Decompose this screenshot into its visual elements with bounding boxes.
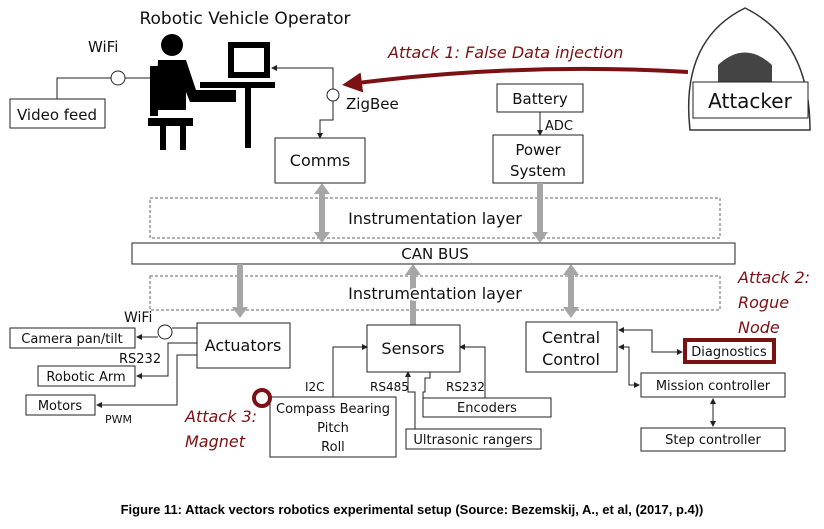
mission-controller-label: Mission controller	[656, 379, 771, 394]
compass-box	[269, 396, 397, 458]
robotic-arm-box	[37, 365, 136, 387]
i2c-label: I2C	[305, 380, 325, 394]
wifi-actuators-node	[157, 324, 173, 340]
ultrasonic-box	[405, 428, 542, 450]
magnet-icon	[252, 388, 272, 408]
adc-label: ADC	[545, 119, 573, 134]
actuators-label: Actuators	[205, 336, 282, 355]
attack1-label: Attack 1: False Data injection	[387, 43, 623, 62]
rs232-left-label: RS232	[119, 352, 161, 367]
bus-arrows	[232, 183, 579, 325]
comms-box	[274, 137, 366, 184]
compass-label-1: Compass Bearing	[276, 402, 390, 417]
camera-label: Camera pan/tilt	[21, 332, 122, 347]
attack3-label-1: Attack 3:	[184, 407, 257, 426]
power-system-label-1: Power	[515, 141, 561, 159]
motors-label: Motors	[38, 399, 83, 414]
attack2-label-2: Rogue	[738, 293, 789, 312]
attack1-arrow	[342, 66, 689, 93]
instrumentation-bottom-label: Instrumentation layer	[348, 284, 522, 303]
step-controller-label: Step controller	[665, 433, 761, 448]
step-controller-box	[640, 427, 786, 452]
attack2-label-3: Node	[738, 318, 780, 337]
operator-title: Robotic Vehicle Operator	[139, 9, 350, 29]
diagnostics-box	[683, 338, 776, 364]
central-control-label-2: Control	[542, 350, 600, 369]
sensors-label: Sensors	[381, 339, 444, 358]
compass-label-3: Roll	[321, 440, 345, 455]
attacker-label: Attacker	[708, 89, 792, 113]
attacker-box	[692, 81, 809, 119]
camera-box	[9, 327, 136, 349]
motors-box	[25, 394, 96, 416]
power-system-label-2: System	[510, 162, 566, 180]
attack3-label-2: Magnet	[185, 432, 246, 451]
power-bus-arrow	[532, 183, 548, 243]
sensors-bus-arrow	[405, 264, 421, 325]
actuators-bus-arrow	[232, 264, 248, 318]
can-bus-box	[131, 242, 736, 265]
encoders-label: Encoders	[457, 401, 517, 416]
ultrasonic-label: Ultrasonic rangers	[413, 433, 533, 448]
video-feed-label: Video feed	[17, 106, 97, 124]
mission-controller-box	[640, 372, 786, 398]
central-control-label-1: Central	[542, 328, 600, 347]
central-control-box	[525, 321, 618, 373]
compass-label-2: Pitch	[317, 421, 349, 436]
operator-icon	[148, 34, 275, 150]
rs232-right-label: RS232	[446, 380, 485, 394]
zigbee-label: ZigBee	[346, 95, 399, 113]
rs485-label: RS485	[370, 380, 409, 394]
comms-bus-arrow	[314, 183, 330, 243]
sensors-box	[366, 324, 461, 373]
battery-box	[496, 83, 584, 113]
actuators-box	[196, 322, 291, 369]
attack2-label-1: Attack 2:	[737, 268, 810, 287]
diagnostics-label: Diagnostics	[691, 345, 767, 360]
wifi-actuators-label: WiFi	[124, 310, 152, 326]
comms-label: Comms	[290, 151, 350, 170]
battery-label: Battery	[512, 90, 568, 108]
instrumentation-layer-bottom	[149, 275, 721, 311]
zigbee-node	[326, 88, 340, 102]
wifi-label: WiFi	[88, 38, 118, 56]
video-feed-box	[9, 98, 106, 129]
figure-caption: Figure 11: Attack vectors robotics exper…	[121, 502, 704, 517]
robotic-arm-label: Robotic Arm	[46, 370, 125, 385]
instrumentation-layer-top	[149, 197, 721, 239]
can-bus-label: CAN BUS	[401, 245, 469, 263]
encoders-box	[422, 397, 552, 418]
wifi-node	[110, 70, 126, 86]
pwm-label: PWM	[105, 413, 132, 426]
instrumentation-top-label: Instrumentation layer	[348, 209, 522, 228]
central-bus-arrow	[563, 264, 579, 318]
